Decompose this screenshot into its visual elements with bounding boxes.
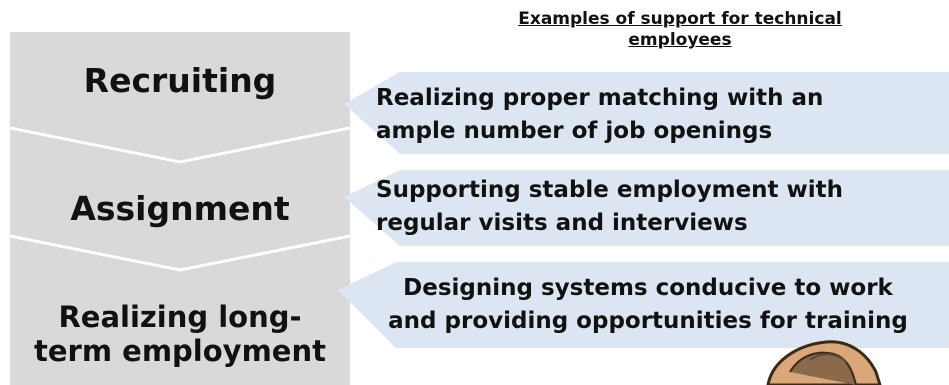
- heading-line-2: employees: [628, 30, 732, 50]
- character-illustration: [766, 340, 882, 385]
- support-callout-2: [344, 170, 949, 246]
- stage-column: [10, 32, 350, 385]
- support-line-1: Realizing proper matching with an: [376, 85, 824, 111]
- stage-divider-2: [9, 234, 351, 272]
- support-callout-3: [338, 262, 949, 348]
- support-text-assignment: Supporting stable employment with regula…: [376, 174, 949, 240]
- stage-label-line-1: Realizing long-: [58, 300, 302, 334]
- support-text-long-term: Designing systems conducive to work and …: [358, 272, 938, 338]
- support-examples-heading: Examples of support for technical employ…: [470, 9, 890, 51]
- support-callout-1: [344, 72, 949, 154]
- support-line-2: ample number of job openings: [376, 118, 773, 144]
- stage-label-line-2: term employment: [34, 334, 326, 368]
- stage-divider-1: [9, 126, 351, 164]
- stage-long-term-employment: Realizing long- term employment: [10, 300, 350, 368]
- stage-recruiting: Recruiting: [83, 61, 277, 100]
- support-line-2: regular visits and interviews: [376, 210, 748, 236]
- heading-line-1: Examples of support for technical: [518, 9, 842, 29]
- support-text-recruiting: Realizing proper matching with an ample …: [376, 82, 949, 148]
- support-line-2: and providing opportunities for training: [388, 308, 908, 334]
- support-line-1: Supporting stable employment with: [376, 177, 844, 203]
- stage-assignment: Assignment: [70, 189, 290, 228]
- support-line-1: Designing systems conducive to work: [403, 275, 893, 301]
